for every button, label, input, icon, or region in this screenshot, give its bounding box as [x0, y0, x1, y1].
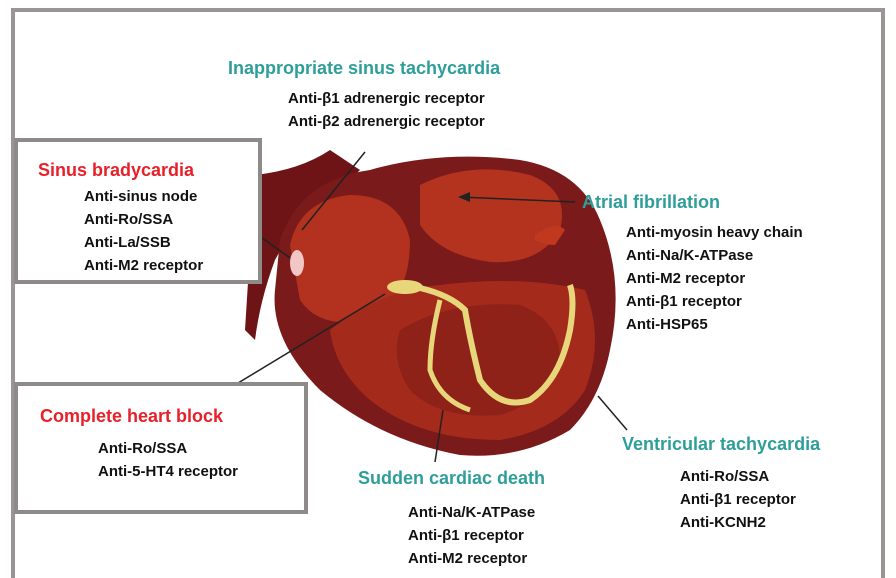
- sb-antibody-1: Anti-sinus node: [84, 186, 197, 209]
- af-antibody-5: Anti-HSP65: [626, 314, 708, 337]
- ist-antibody-2: Anti-β2 adrenergic receptor: [288, 111, 485, 134]
- chb-antibody-1: Anti-Ro/SSA: [98, 438, 187, 461]
- vt-antibody-2: Anti-β1 receptor: [680, 489, 796, 512]
- scd-antibody-2: Anti-β1 receptor: [408, 525, 524, 548]
- sb-antibody-3: Anti-La/SSB: [84, 232, 171, 255]
- vt-title: Ventricular tachycardia: [622, 434, 820, 455]
- scd-antibody-1: Anti-Na/K-ATPase: [408, 502, 535, 525]
- af-title: Atrial fibrillation: [582, 192, 720, 213]
- av-node: [387, 280, 423, 294]
- sb-title: Sinus bradycardia: [38, 160, 194, 181]
- sinus-node: [290, 250, 304, 276]
- chb-antibody-2: Anti-5-HT4 receptor: [98, 461, 238, 484]
- af-antibody-1: Anti-myosin heavy chain: [626, 222, 803, 245]
- af-antibody-3: Anti-M2 receptor: [626, 268, 745, 291]
- chb-title: Complete heart block: [40, 406, 223, 427]
- af-antibody-4: Anti-β1 receptor: [626, 291, 742, 314]
- scd-antibody-3: Anti-M2 receptor: [408, 548, 527, 571]
- scd-title: Sudden cardiac death: [358, 468, 545, 489]
- ist-title: Inappropriate sinus tachycardia: [228, 58, 500, 79]
- sb-antibody-4: Anti-M2 receptor: [84, 255, 203, 278]
- af-antibody-2: Anti-Na/K-ATPase: [626, 245, 753, 268]
- vt-antibody-3: Anti-KCNH2: [680, 512, 766, 535]
- sb-antibody-2: Anti-Ro/SSA: [84, 209, 173, 232]
- vt-antibody-1: Anti-Ro/SSA: [680, 466, 769, 489]
- pointer-vt: [598, 396, 627, 430]
- ist-antibody-1: Anti-β1 adrenergic receptor: [288, 88, 485, 111]
